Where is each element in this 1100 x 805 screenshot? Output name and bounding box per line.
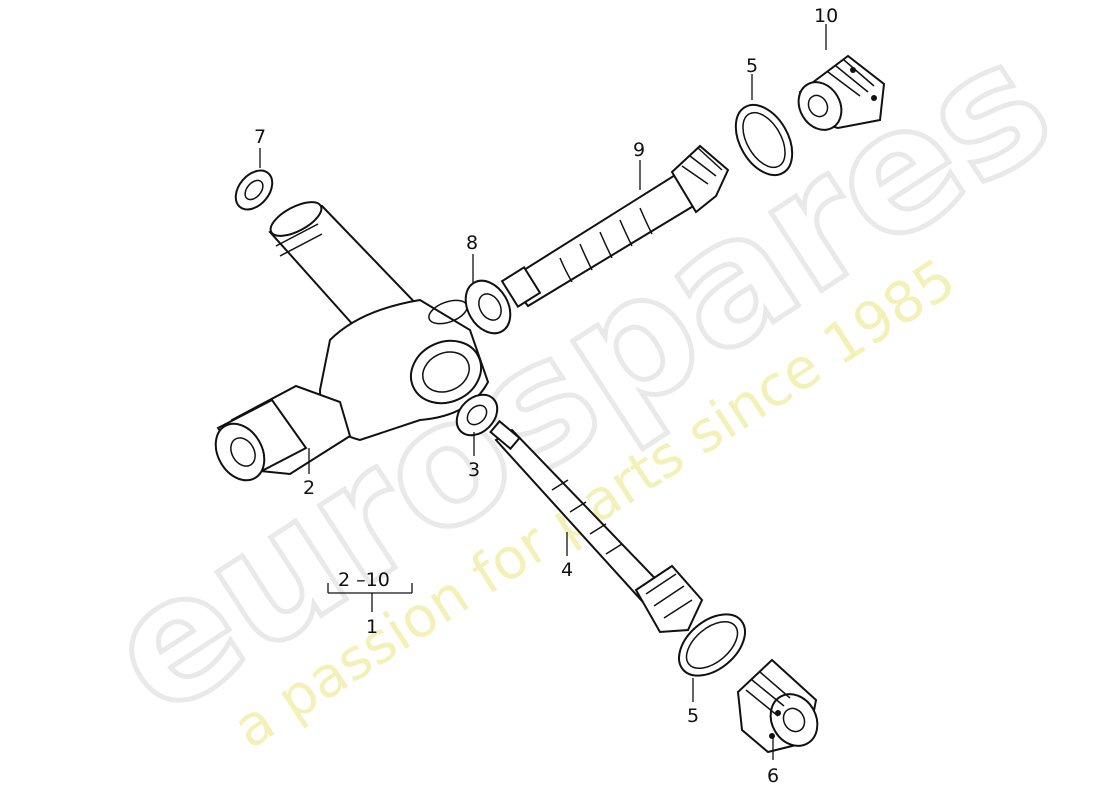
callout-1: 1 — [366, 616, 378, 638]
callout-7: 7 — [254, 126, 266, 148]
callout-2: 2 — [303, 477, 315, 499]
washer-3 — [455, 393, 499, 437]
screw-plug-10 — [797, 54, 886, 131]
callouts: 7 8 9 5 10 2 3 4 5 6 2 –10 1 — [254, 5, 838, 787]
o-ring-5-bottom — [678, 613, 746, 677]
callout-8: 8 — [466, 232, 478, 254]
group-range-label: 2 –10 — [338, 569, 390, 591]
o-ring-5-top — [734, 103, 794, 177]
callout-9: 9 — [633, 139, 645, 161]
callout-6: 6 — [767, 765, 779, 787]
watermark: eurospares a passion for parts since 198… — [72, 0, 1086, 761]
pinion-shaft-9 — [500, 144, 730, 308]
seal-ring-8 — [464, 279, 512, 335]
drive-shaft-4 — [489, 419, 704, 634]
callout-3: 3 — [468, 459, 480, 481]
leader-lines — [259, 24, 827, 760]
washer-7 — [234, 169, 274, 211]
housing-part — [214, 201, 490, 482]
callout-10: 10 — [814, 5, 838, 27]
watermark-logo: eurospares — [74, 3, 1083, 754]
callout-5-bottom: 5 — [687, 705, 699, 727]
screw-plug-6 — [736, 658, 819, 754]
callout-4: 4 — [561, 559, 573, 581]
callout-5-top: 5 — [746, 55, 758, 77]
